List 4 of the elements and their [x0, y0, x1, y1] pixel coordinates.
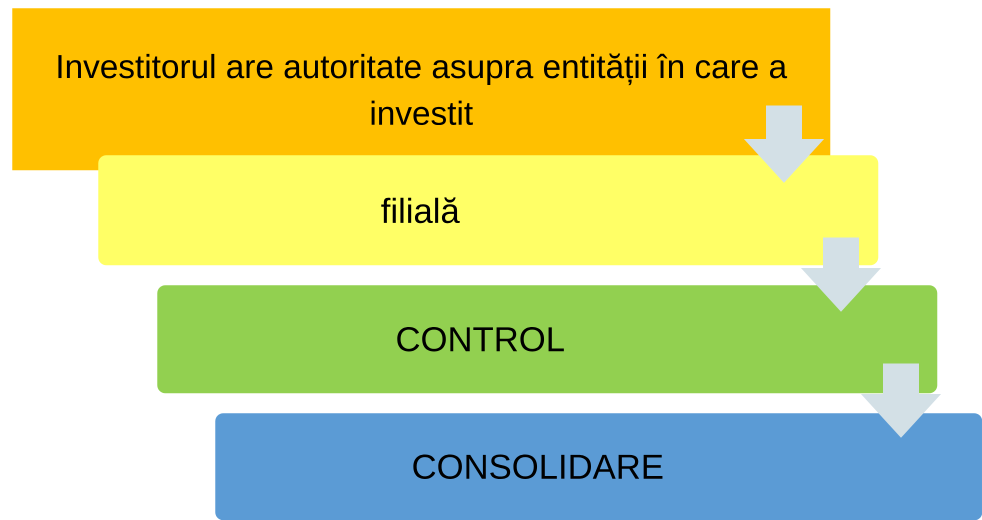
- step-box: CONSOLIDARE: [215, 413, 982, 520]
- title-box: Investitorul are autoritate asupra entității în care a investit: [12, 8, 830, 170]
- step-box: filială: [98, 155, 878, 266]
- step-box: CONTROL: [157, 285, 938, 394]
